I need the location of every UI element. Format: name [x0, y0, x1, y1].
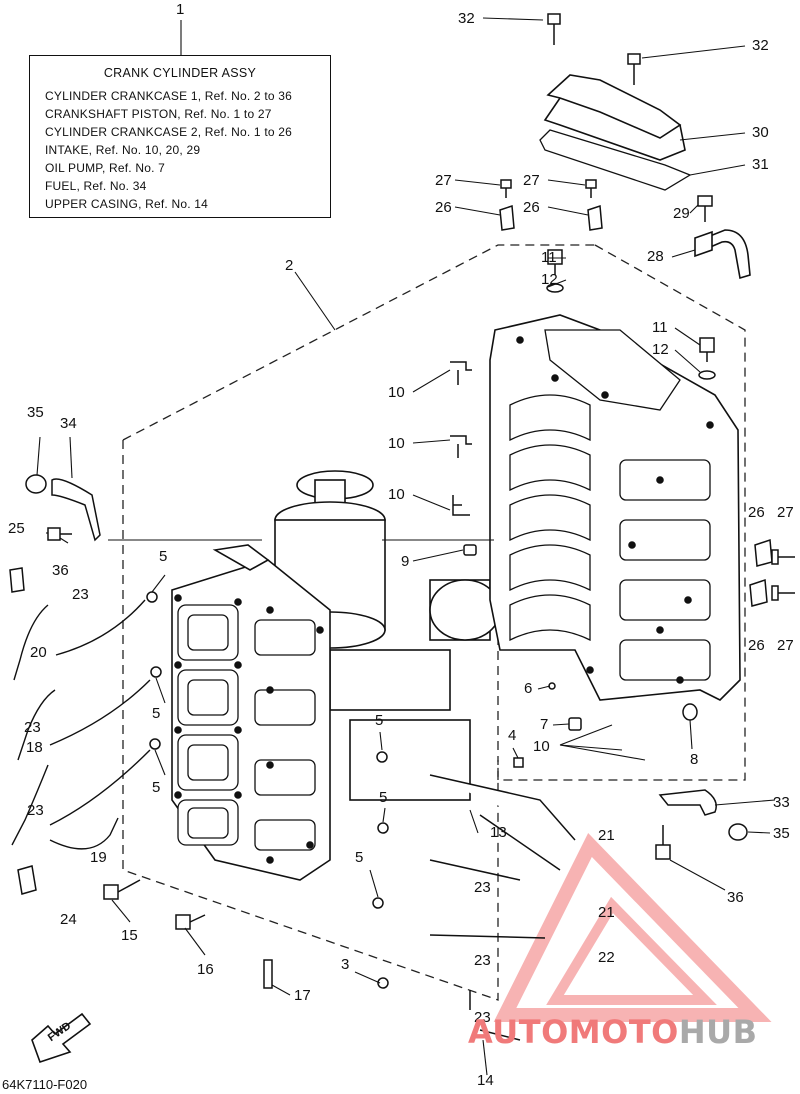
callout-14: 14	[477, 1072, 494, 1089]
watermark-text: AUTOMOTOHUB	[468, 1013, 758, 1051]
callout-23: 23	[24, 719, 41, 736]
legend-line: OIL PUMP, Ref. No. 7	[45, 161, 166, 175]
bracket-28	[694, 229, 751, 280]
callout-5: 5	[375, 712, 384, 729]
callout-26: 26	[523, 199, 540, 216]
callout-5: 5	[159, 548, 168, 565]
callout-32: 32	[458, 10, 475, 27]
callout-27: 27	[523, 172, 540, 189]
callout-2: 2	[285, 257, 294, 274]
hoses-left	[11, 599, 151, 850]
legend-line: UPPER CASING, Ref. No. 14	[45, 197, 209, 211]
callout-10: 10	[533, 738, 550, 755]
leader-lines	[36, 17, 776, 1076]
callout-27: 27	[777, 637, 794, 654]
callout-5: 5	[152, 705, 161, 722]
callout-16: 16	[197, 961, 214, 978]
crankshaft	[274, 470, 501, 801]
callout-5: 5	[379, 789, 388, 806]
callout-9: 9	[401, 553, 410, 570]
callout-36: 36	[727, 889, 744, 906]
callout-19: 19	[90, 849, 107, 866]
watermark-text-part1: AUTOMOTO	[468, 1013, 679, 1051]
watermark-text-part2: HUB	[678, 1013, 758, 1051]
callout-17: 17	[294, 987, 311, 1004]
callout-23: 23	[474, 952, 491, 969]
callout-12: 12	[541, 271, 558, 288]
callout-28: 28	[647, 248, 664, 265]
callout-24: 24	[60, 911, 77, 928]
callout-23: 23	[474, 879, 491, 896]
callout-15: 15	[121, 927, 138, 944]
callout-10: 10	[388, 435, 405, 452]
callout-3: 3	[341, 956, 350, 973]
callout-5: 5	[355, 849, 364, 866]
callout-8: 8	[690, 751, 699, 768]
callout-35: 35	[773, 825, 790, 842]
callout-26: 26	[435, 199, 452, 216]
legend-line: INTAKE, Ref. No. 10, 20, 29	[45, 143, 201, 157]
callout-21: 21	[598, 827, 615, 844]
callout-18: 18	[26, 739, 43, 756]
cylinder-crankcase-1	[171, 544, 331, 881]
callout-20: 20	[30, 644, 47, 661]
small-parts	[9, 13, 795, 1041]
callout-27: 27	[777, 504, 794, 521]
callout-23: 23	[27, 802, 44, 819]
callout-27: 27	[435, 172, 452, 189]
callout-1: 1	[176, 1, 185, 18]
callout-11: 11	[541, 249, 557, 266]
callout-12: 12	[652, 341, 669, 358]
callout-22: 22	[598, 949, 615, 966]
cylinder-head-cover	[539, 74, 692, 191]
callout-4: 4	[508, 727, 517, 744]
legend-line: CYLINDER CRANKCASE 2, Ref. No. 1 to 26	[45, 125, 293, 139]
callout-30: 30	[752, 124, 769, 141]
legend-title: CRANK CYLINDER ASSY	[103, 66, 257, 80]
callout-5: 5	[152, 779, 161, 796]
diagram-code: 64K7110-F020	[2, 1077, 88, 1092]
callout-35: 35	[27, 404, 44, 421]
callout-32: 32	[752, 37, 769, 54]
callout-11: 11	[652, 319, 668, 336]
callout-10: 10	[388, 486, 405, 503]
callout-10: 10	[388, 384, 405, 401]
callout-23: 23	[474, 1009, 491, 1026]
callout-7: 7	[540, 716, 549, 733]
callout-26: 26	[748, 504, 765, 521]
callout-13: 13	[490, 824, 507, 841]
fwd-arrow	[31, 1012, 92, 1064]
callout-26: 26	[748, 637, 765, 654]
callout-21: 21	[598, 904, 615, 921]
callout-36: 36	[52, 562, 69, 579]
callout-31: 31	[752, 156, 769, 173]
callout-25: 25	[8, 520, 25, 537]
callout-29: 29	[673, 205, 690, 222]
legend-line: CRANKSHAFT PISTON, Ref. No. 1 to 27	[45, 107, 272, 121]
cylinder-crankcase-2	[489, 314, 741, 701]
callout-34: 34	[60, 415, 77, 432]
callout-33: 33	[773, 794, 790, 811]
callout-6: 6	[524, 680, 533, 697]
watermark-logo-triangle	[493, 833, 772, 1022]
callout-23: 23	[72, 586, 89, 603]
assembly-reference-legend: CRANK CYLINDER ASSY CYLINDER CRANKCASE 1…	[29, 55, 331, 218]
legend-line: FUEL, Ref. No. 34	[45, 179, 147, 193]
legend-line: CYLINDER CRANKCASE 1, Ref. No. 2 to 36	[45, 89, 293, 103]
